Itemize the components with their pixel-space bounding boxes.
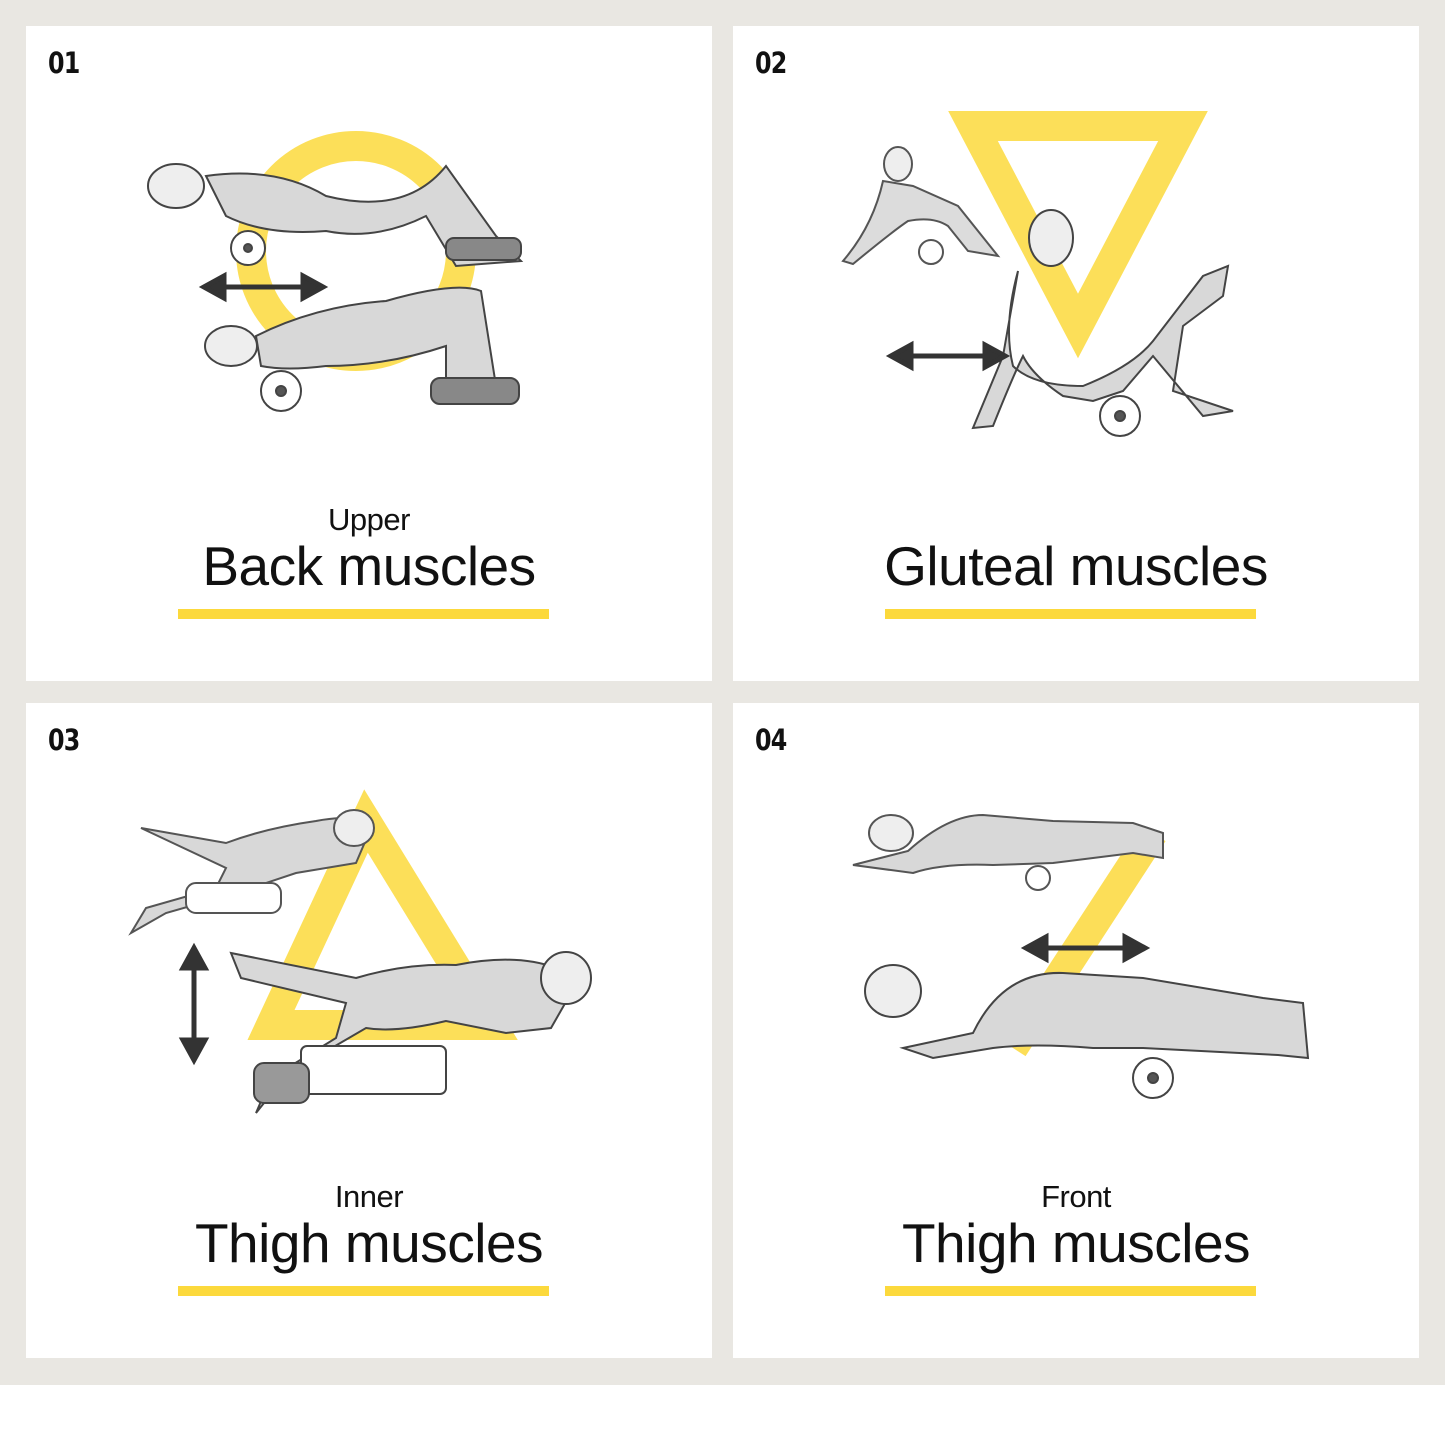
panel-title: Thigh muscles xyxy=(194,1212,544,1274)
inverted-triangle-icon xyxy=(948,111,1208,359)
panel-number: 03 xyxy=(48,723,80,757)
panel-title: Gluteal muscles xyxy=(884,535,1268,597)
person-plank-figure xyxy=(864,964,1310,1099)
panel-title: Back muscles xyxy=(202,535,536,597)
panel-gluteal: 02 Gluteal muscles xyxy=(733,26,1419,681)
title-underline xyxy=(885,609,1256,619)
panel-upper-back: 01 Upper Back muscles xyxy=(26,26,712,681)
exercise-illustration xyxy=(147,131,524,412)
panel-subtitle: Inner xyxy=(334,1179,404,1214)
title-underline xyxy=(885,1286,1256,1296)
person-bridge-figure xyxy=(147,163,524,412)
panel-inner-thigh: 03 Inner Thigh muscles xyxy=(26,703,712,1358)
vertical-double-arrow-icon xyxy=(178,942,210,1066)
person-seated-figure-small xyxy=(841,146,1001,266)
panel-title: Thigh muscles xyxy=(901,1212,1251,1274)
horizontal-double-arrow-icon xyxy=(198,271,329,303)
panel-number: 02 xyxy=(755,46,787,80)
panel-subtitle: Front xyxy=(1041,1179,1111,1214)
person-seated-figure xyxy=(971,209,1234,437)
person-side-lying-figure xyxy=(229,951,592,1114)
horizontal-double-arrow-icon xyxy=(885,340,1011,372)
title-underline xyxy=(178,609,549,619)
exercise-illustration xyxy=(841,111,1234,437)
panel-number: 01 xyxy=(48,46,80,80)
panel-subtitle: Upper xyxy=(328,502,410,537)
exercise-illustration xyxy=(852,813,1310,1099)
title-underline xyxy=(178,1286,549,1296)
exercise-illustration xyxy=(128,789,592,1114)
panel-number: 04 xyxy=(755,723,787,757)
person-plank-figure-small xyxy=(852,813,1164,891)
person-side-lying-figure-small xyxy=(128,809,375,936)
exercise-grid: 01 Upper Back muscles xyxy=(0,0,1445,1385)
horizontal-double-arrow-icon xyxy=(1020,932,1151,964)
panel-front-thigh: 04 Front Thigh muscles xyxy=(733,703,1419,1358)
